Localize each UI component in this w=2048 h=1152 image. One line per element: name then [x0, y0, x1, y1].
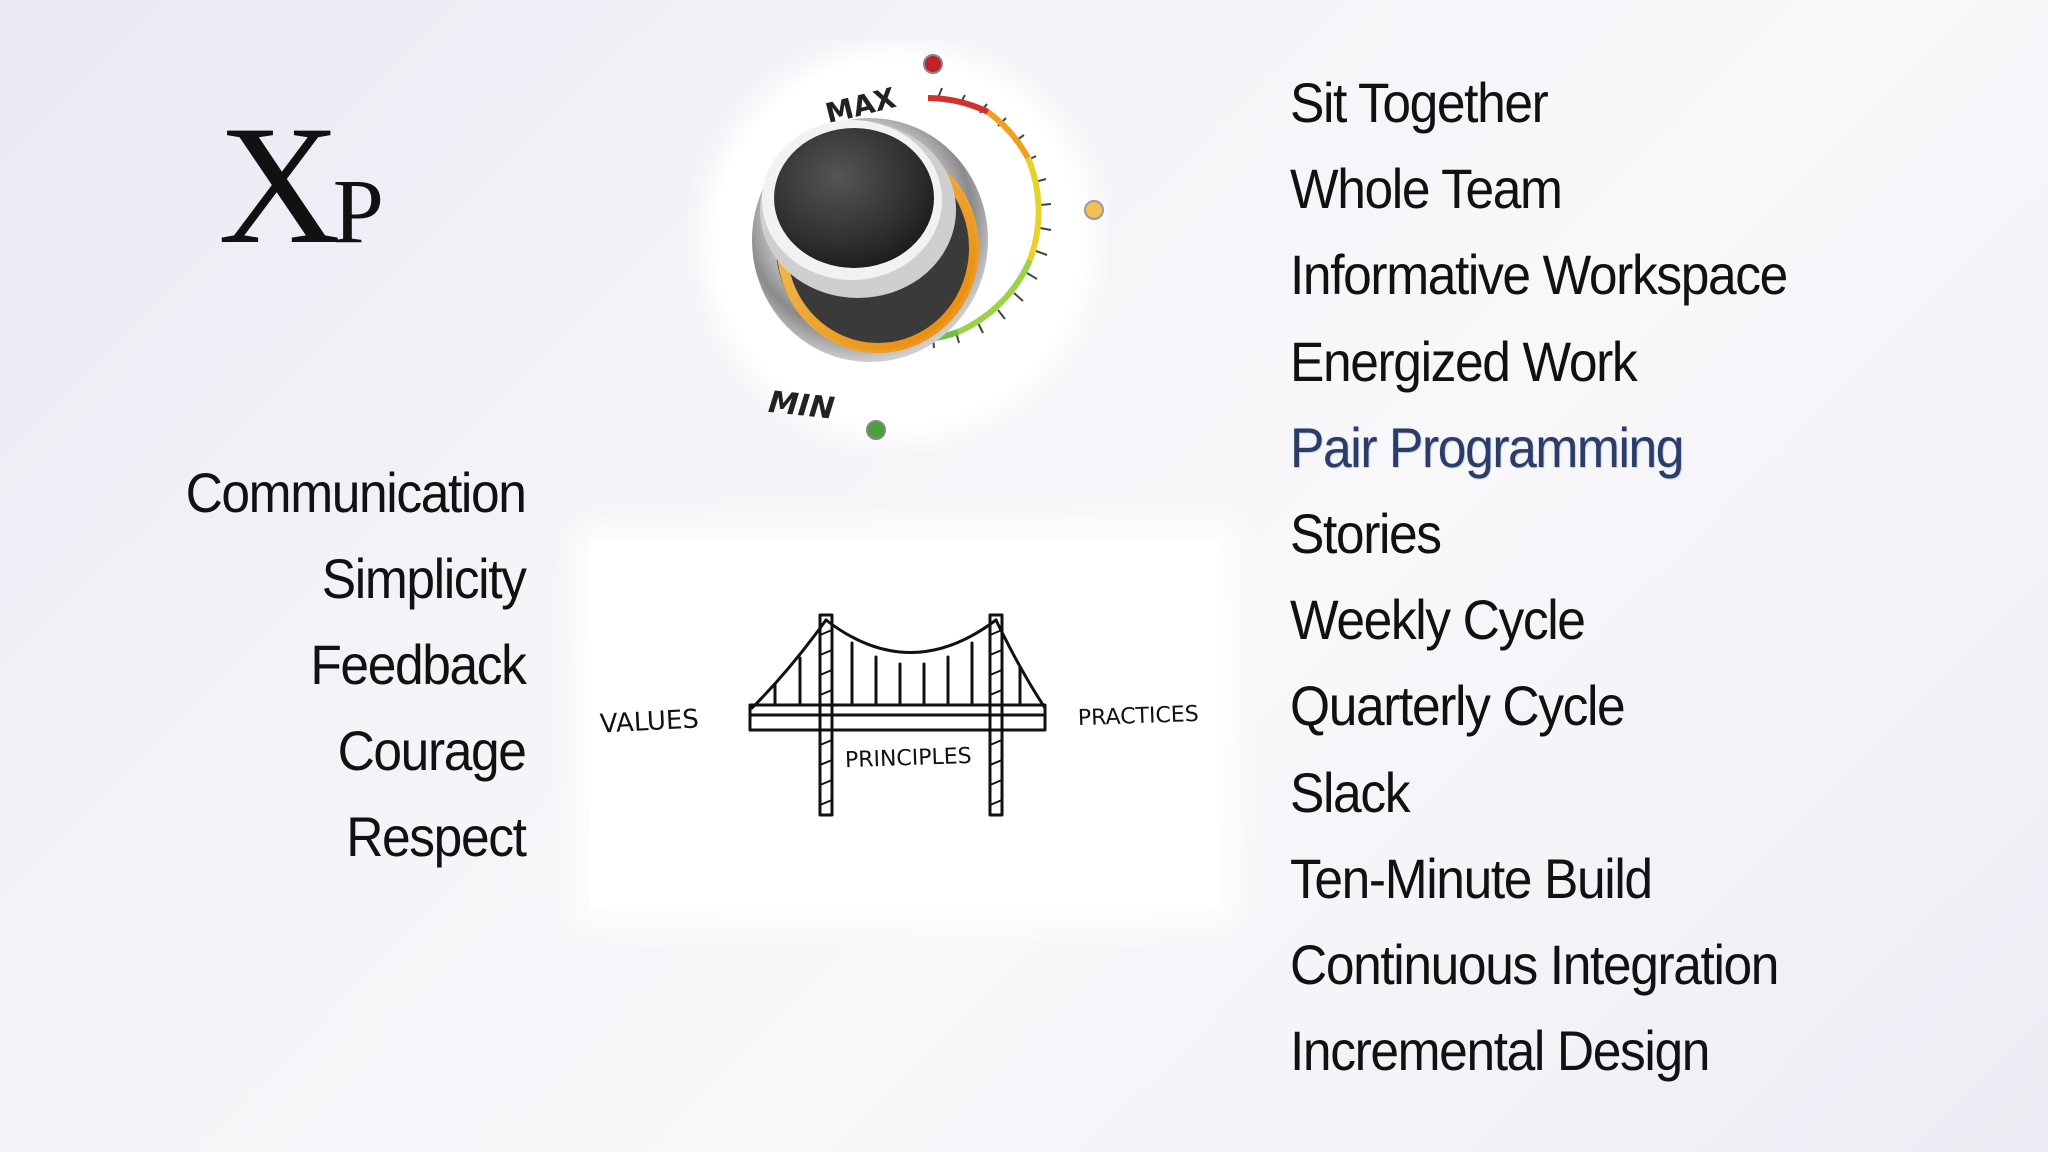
practice-item: Slack: [1290, 760, 1410, 824]
bridge-principles-label: PRINCIPLES: [845, 744, 973, 773]
practice-item: Whole Team: [1290, 157, 1563, 221]
value-item: Courage: [338, 719, 527, 782]
bridge-icon: VALUES PRINCIPLES PRACTICES: [599, 613, 1199, 817]
value-item: Feedback: [310, 633, 528, 696]
practice-item: Energized Work: [1290, 329, 1638, 393]
bridge-values-label: VALUES: [599, 704, 699, 739]
practice-item: Weekly Cycle: [1290, 588, 1586, 652]
logo-x: X: [218, 91, 341, 279]
practice-item: Ten-Minute Build: [1290, 846, 1653, 910]
value-item: Communication: [186, 461, 527, 524]
practice-item: Incremental Design: [1290, 1019, 1710, 1083]
practice-item: Stories: [1290, 502, 1442, 566]
practice-item: Quarterly Cycle: [1290, 674, 1626, 738]
practice-item: Sit Together: [1290, 71, 1549, 134]
value-item: Simplicity: [322, 547, 527, 610]
value-item: Respect: [346, 805, 528, 868]
practices-list: Sit Together Whole Team Informative Work…: [1290, 60, 1830, 1094]
dial-knob-image: MAX MIN: [688, 40, 1108, 460]
logo-p: P: [332, 160, 384, 262]
practice-item: Continuous Integration: [1290, 933, 1779, 997]
dial-knob-icon: MAX MIN: [752, 54, 1104, 440]
practice-item-highlighted: Pair Programming: [1290, 415, 1684, 479]
xp-logo: XP: [218, 100, 384, 270]
bridge-practices-label: PRACTICES: [1077, 702, 1199, 731]
knob-min-label: MIN: [767, 385, 836, 427]
practice-item: Informative Workspace: [1290, 243, 1788, 307]
values-list: Communication Simplicity Feedback Courag…: [156, 450, 528, 880]
bridge-sketch-image: VALUES PRINCIPLES PRACTICES: [590, 540, 1220, 910]
